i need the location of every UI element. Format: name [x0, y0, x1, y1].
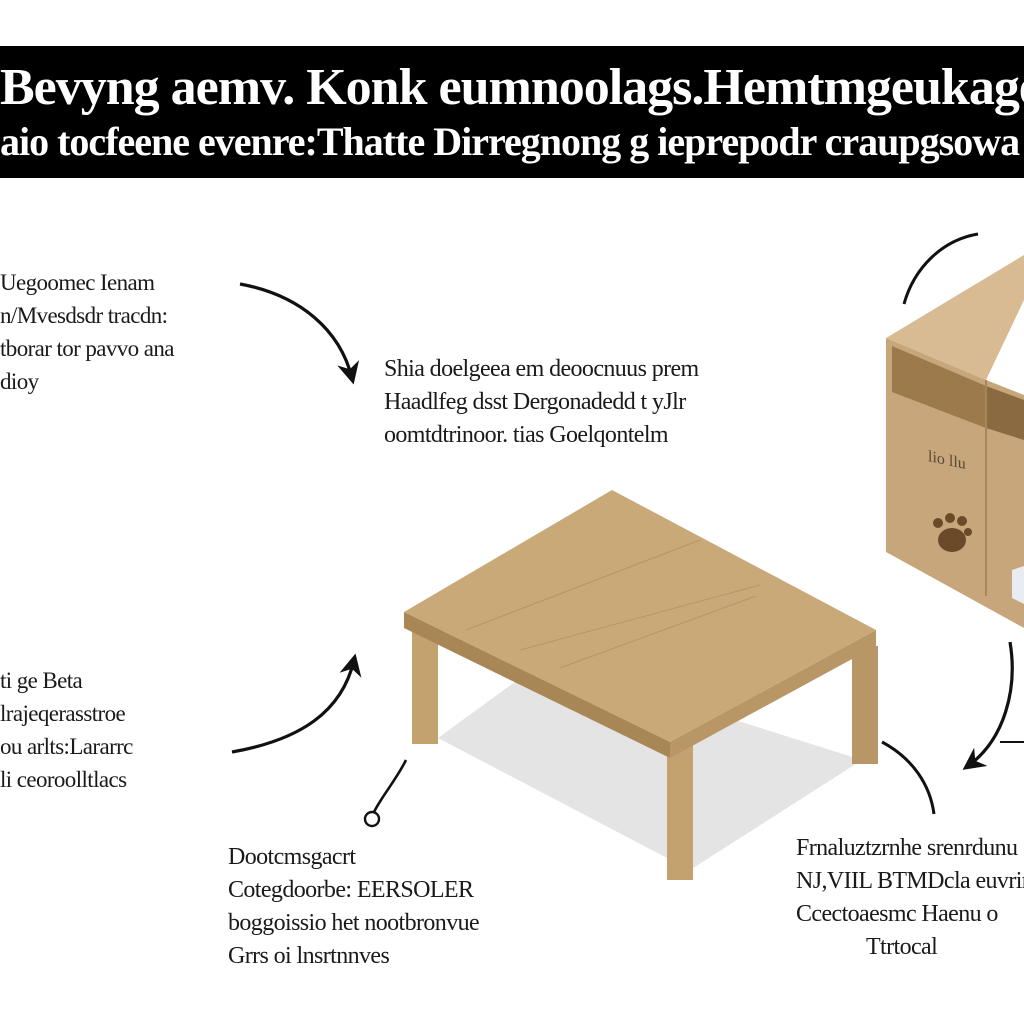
table-edge-left	[404, 612, 670, 758]
table-shadow	[438, 660, 862, 870]
table-leg-back-right	[852, 646, 878, 764]
note-line: Cotegdoorbe: EERSOLER	[228, 877, 474, 903]
note-top-center: Shia doelgeea em deoocnuus prem Haadlfeg…	[384, 353, 699, 452]
table-leg-front	[667, 744, 693, 880]
note-line: Haadlfeg dsst Dergonadedd t yJlr	[384, 389, 686, 415]
table-edge-right	[670, 630, 876, 758]
note-bottom-right: Frnaluztzrnhe srenrdunu NJ,VIIL BTMDcla …	[796, 832, 1024, 964]
table-leg-back-left	[412, 628, 438, 744]
pin-line	[372, 759, 408, 813]
curve-line	[902, 232, 979, 305]
curved-arrow-icon	[239, 282, 360, 385]
note-line: n/Mvesdsdr tracdn:	[0, 303, 168, 328]
note-line: ti ge Beta	[0, 668, 83, 693]
note-line: ou arlts:Lararrc	[0, 734, 133, 759]
note-line: tborar tor pavvo ana	[0, 336, 174, 361]
note-top-left: Uegoomec Ienam n/Mvesdsdr tracdn: tborar…	[0, 266, 174, 398]
curve-line	[881, 740, 936, 815]
note-line: Ttrtocal	[866, 934, 938, 960]
box-opening	[892, 346, 986, 428]
note-bottom-left: Dootcmsgacrt Cotegdoorbe: EERSOLER boggo…	[228, 841, 480, 973]
title-band: Bevyng aemv. Konk eumnoolags.Hemtmgeukag…	[0, 46, 1024, 178]
note-line: Ccectoaesmc Haenu o	[796, 901, 998, 927]
note-line: NJ,VIIL BTMDcla euvrir	[796, 868, 1024, 894]
box-top	[886, 255, 1024, 380]
note-line: oomtdtrinoor. tias Goelqontelm	[384, 422, 669, 448]
note-line: Frnaluztzrnhe srenrdunu	[796, 835, 1018, 861]
note-line: boggoissio het nootbronvue	[228, 910, 480, 936]
paw-print-icon	[933, 513, 972, 552]
note-line: dioy	[0, 369, 39, 394]
note-line: Grrs oi lnsrtnnves	[228, 943, 390, 969]
note-line: Uegoomec Ienam	[0, 270, 155, 295]
note-mid-left: ti ge Beta lrajeqerasstroe ou arlts:Lara…	[0, 664, 133, 796]
note-line: li ceoroolltlacs	[0, 767, 127, 792]
curved-arrow-icon	[231, 653, 362, 754]
pin-marker-icon	[363, 810, 381, 828]
note-line: lrajeqerasstroe	[0, 701, 126, 726]
curved-arrow-icon	[962, 641, 1014, 770]
note-line: Dootcmsgacrt	[228, 844, 356, 870]
table-top	[404, 490, 876, 742]
title-line-2: aio tocfeene evenre:Thatte Dirregnong g …	[0, 119, 1020, 164]
title-line-1: Bevyng aemv. Konk eumnoolags.Hemtmgeukag…	[0, 59, 1024, 116]
note-line: Shia doelgeea em deoocnuus prem	[384, 356, 699, 382]
